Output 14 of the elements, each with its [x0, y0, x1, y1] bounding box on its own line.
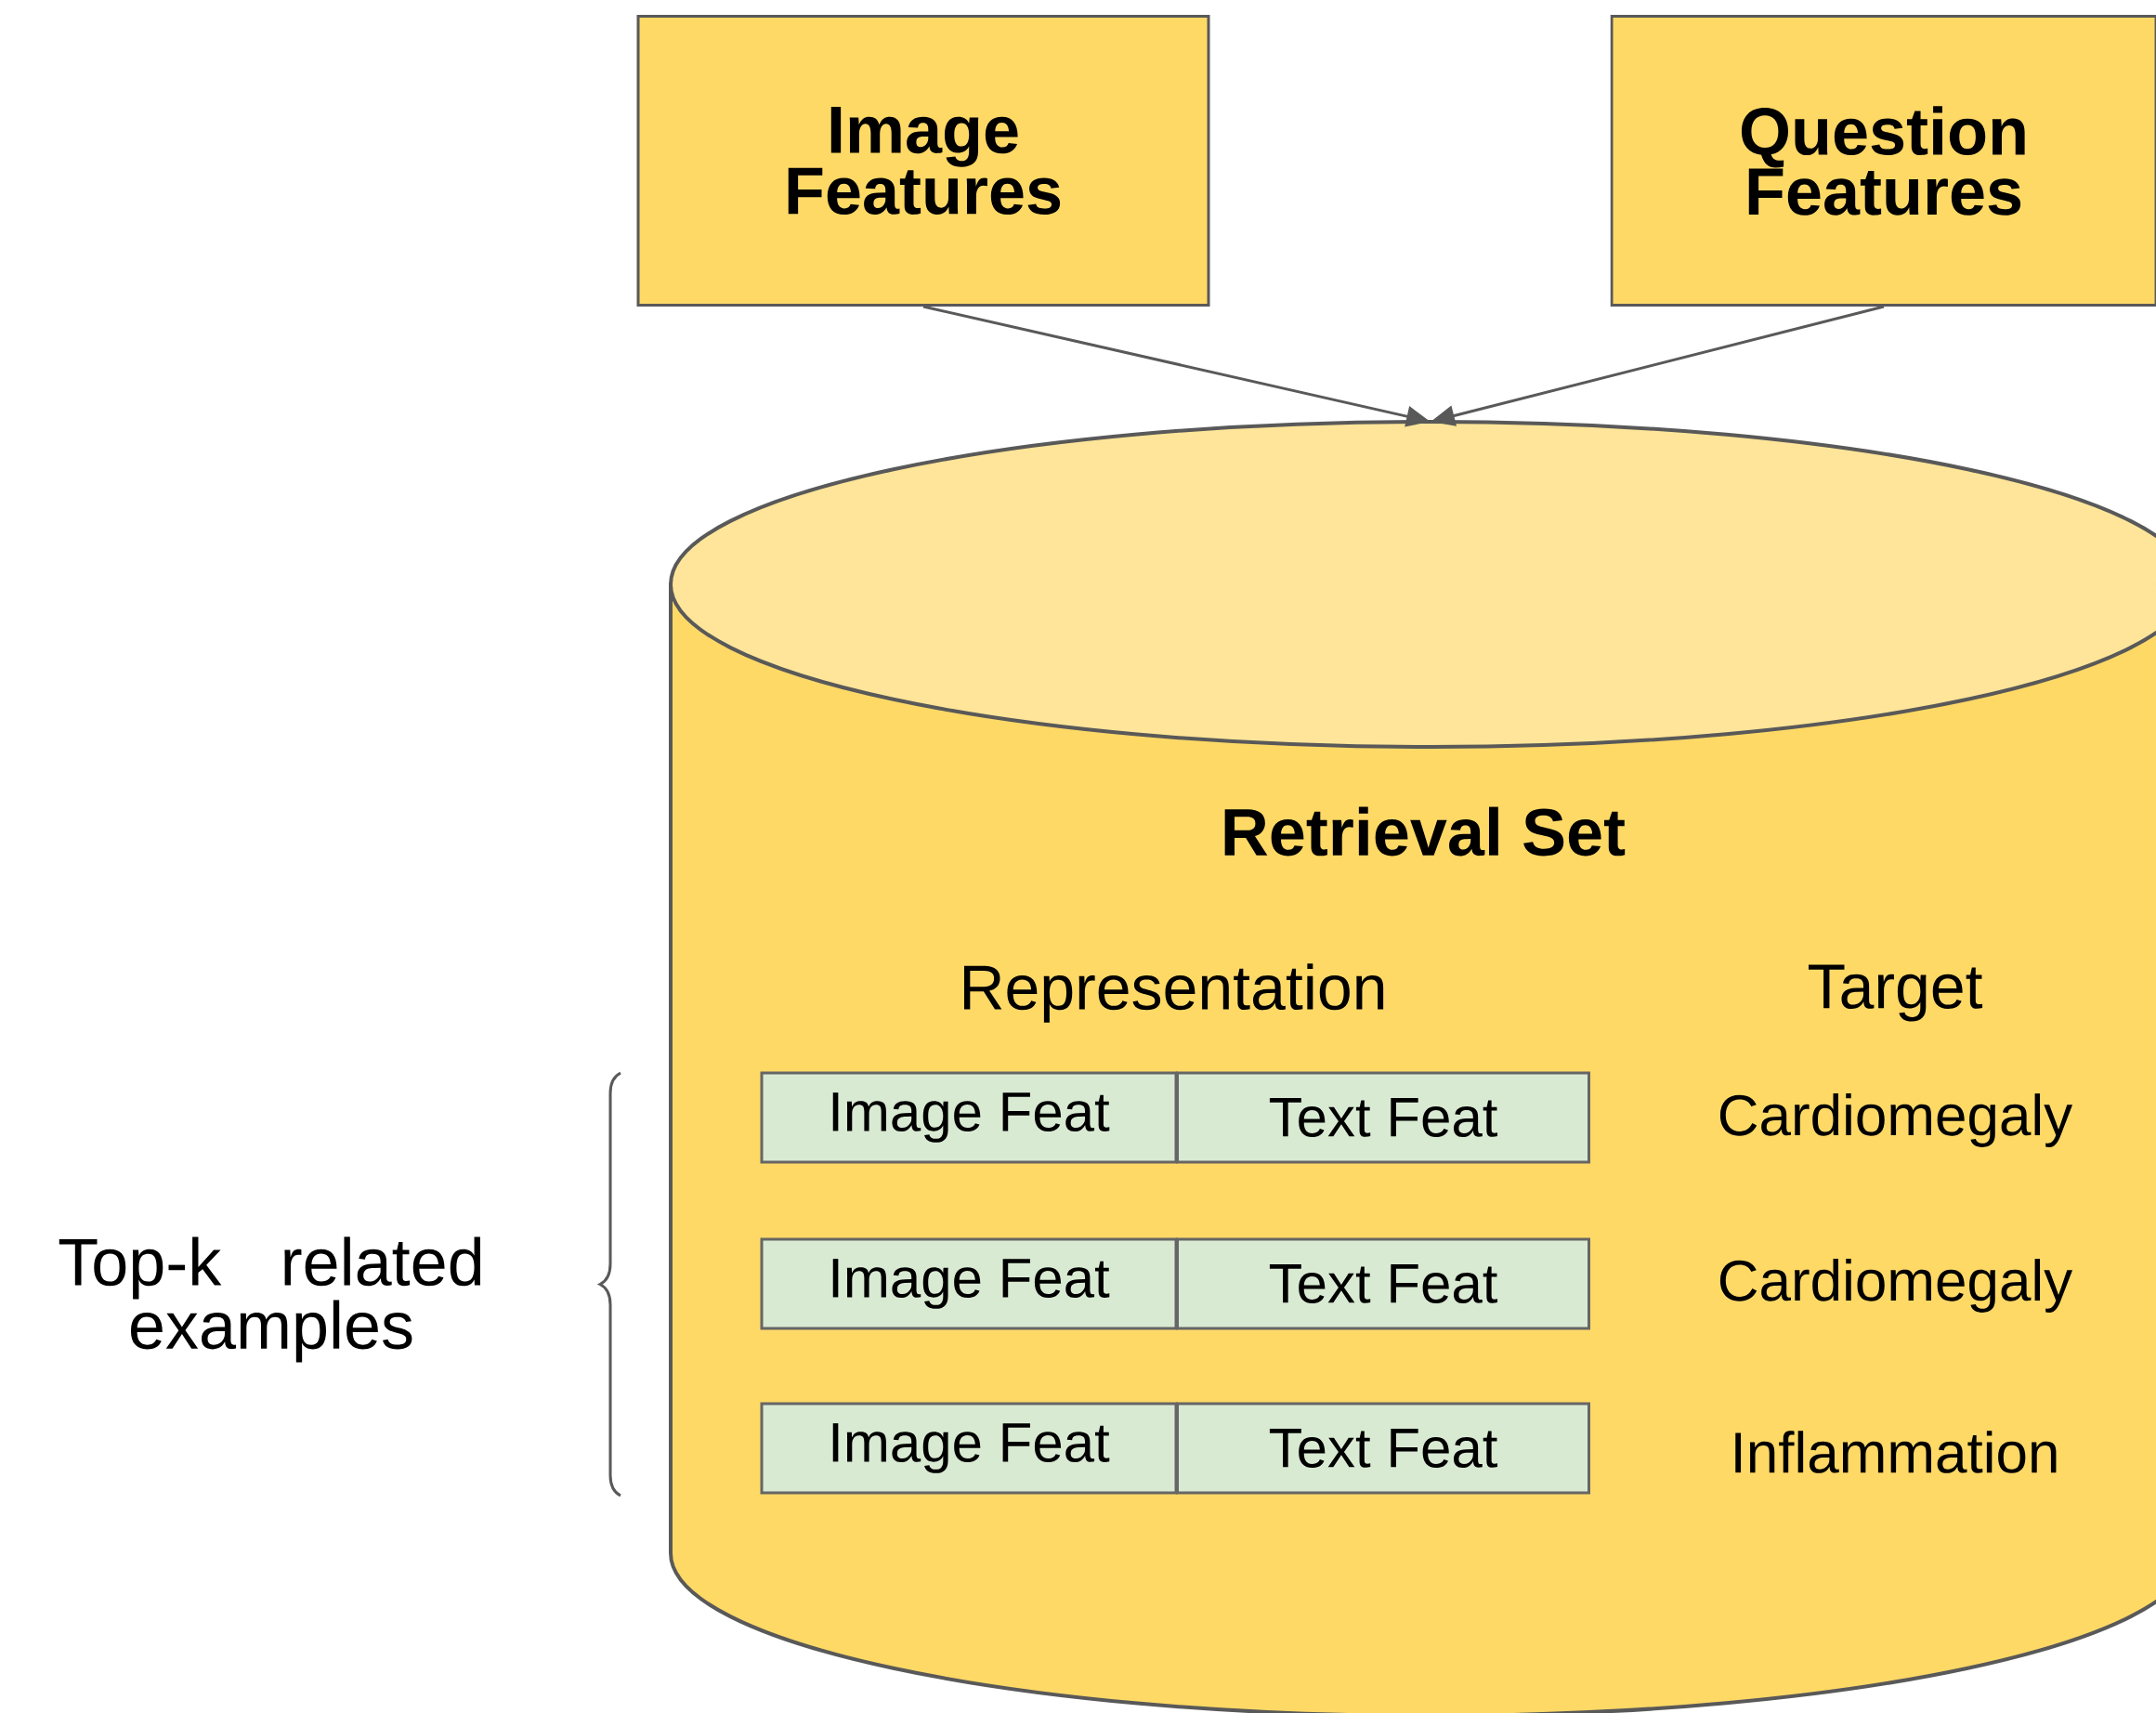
feature-cell: Text Feat: [1176, 1071, 1590, 1164]
feature-cell: Text Feat: [1176, 1237, 1590, 1330]
target-label: Cardiomegaly: [1719, 1259, 2073, 1313]
feature-cell: Text Feat: [1176, 1402, 1590, 1495]
column-header: Target: [1809, 964, 1983, 1022]
target-label: Cardiomegaly: [1719, 1093, 2073, 1147]
column-header: Representation: [964, 963, 1384, 1023]
group-label: Top-k related examples: [59, 1236, 481, 1363]
feature-cell: Image Feat: [760, 1071, 1178, 1164]
feature-box: Image Features: [636, 15, 1210, 307]
feature-cell: Image Feat: [760, 1402, 1178, 1495]
target-label: Inflammation: [1735, 1431, 2057, 1473]
feature-box: Question Features: [1610, 15, 2156, 307]
feature-cell: Image Feat: [760, 1237, 1178, 1330]
